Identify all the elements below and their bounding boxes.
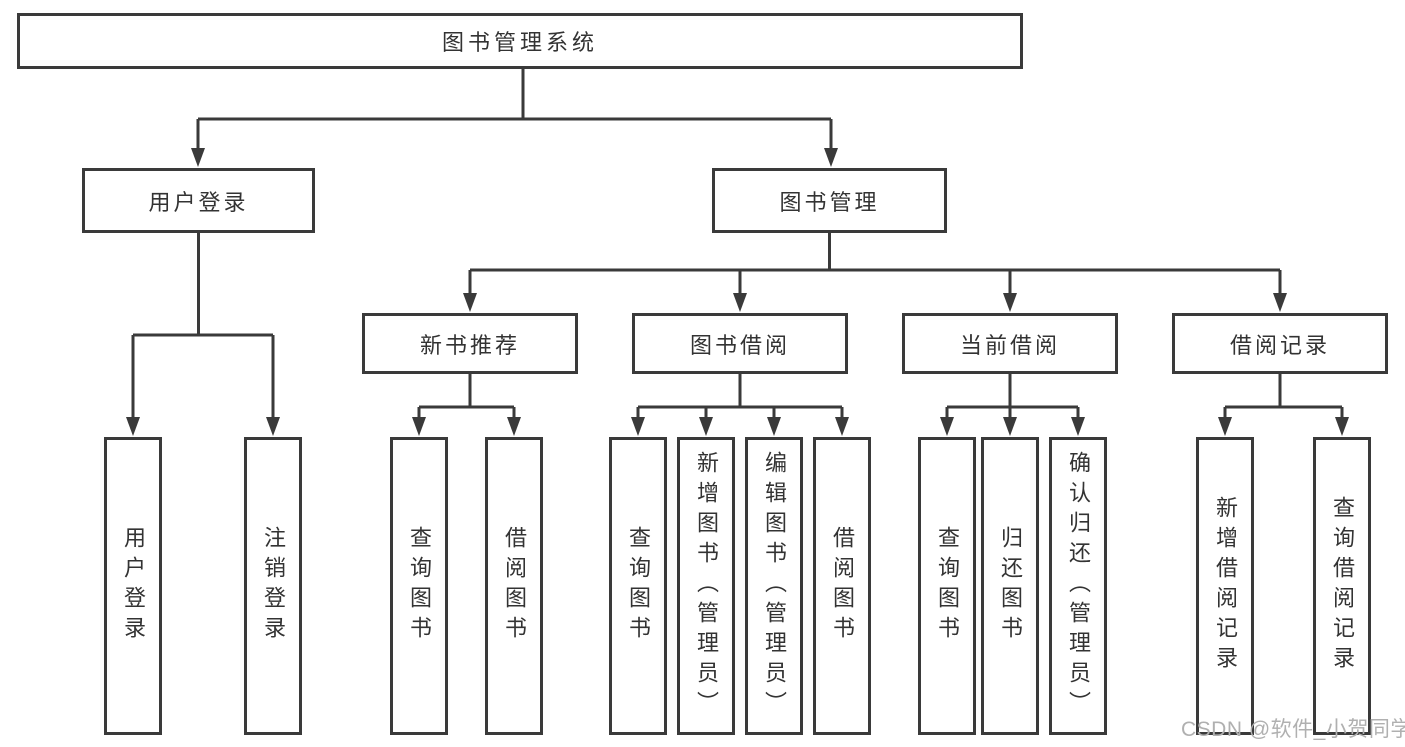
node-library-system-label: 图书管理系统 <box>441 30 598 55</box>
node-library-system: 图书管理系统 <box>17 13 1023 69</box>
leaf-borrow-edit-book-admin: 编辑图书（管理员） <box>745 437 803 735</box>
leaf-current-return-book: 归还图书 <box>981 437 1039 735</box>
node-book-management: 图书管理 <box>712 168 947 233</box>
leaf-records-add-record: 新增借阅记录 <box>1196 437 1254 735</box>
leaf-logout: 注销登录 <box>244 437 302 735</box>
node-new-book-recommend-label: 新书推荐 <box>419 332 520 358</box>
csdn-watermark: CSDN @软件_小贺同学 <box>1181 718 1405 741</box>
node-user-login: 用户登录 <box>82 168 315 233</box>
leaf-newbook-borrow-book: 借阅图书 <box>485 437 543 735</box>
leaf-records-query-record: 查询借阅记录 <box>1313 437 1371 735</box>
leaf-newbook-query-book: 查询图书 <box>390 437 448 735</box>
leaf-borrow-add-book-admin: 新增图书（管理员） <box>677 437 735 735</box>
leaf-current-confirm-return-admin: 确认归还（管理员） <box>1049 437 1107 735</box>
node-book-borrow: 图书借阅 <box>632 313 848 374</box>
node-book-management-label: 图书管理 <box>779 189 880 215</box>
leaf-user-login: 用户登录 <box>104 437 162 735</box>
node-new-book-recommend: 新书推荐 <box>362 313 578 374</box>
node-current-borrow-label: 当前借阅 <box>959 332 1060 358</box>
node-user-login-label: 用户登录 <box>148 189 249 215</box>
node-borrow-records: 借阅记录 <box>1172 313 1388 374</box>
leaf-borrow-query-book: 查询图书 <box>609 437 667 735</box>
arrowheads <box>126 148 1349 436</box>
node-book-borrow-label: 图书借阅 <box>689 332 790 358</box>
leaf-current-query-book: 查询图书 <box>918 437 976 735</box>
leaf-borrow-borrow-book: 借阅图书 <box>813 437 871 735</box>
node-current-borrow: 当前借阅 <box>902 313 1118 374</box>
node-borrow-records-label: 借阅记录 <box>1229 332 1330 358</box>
